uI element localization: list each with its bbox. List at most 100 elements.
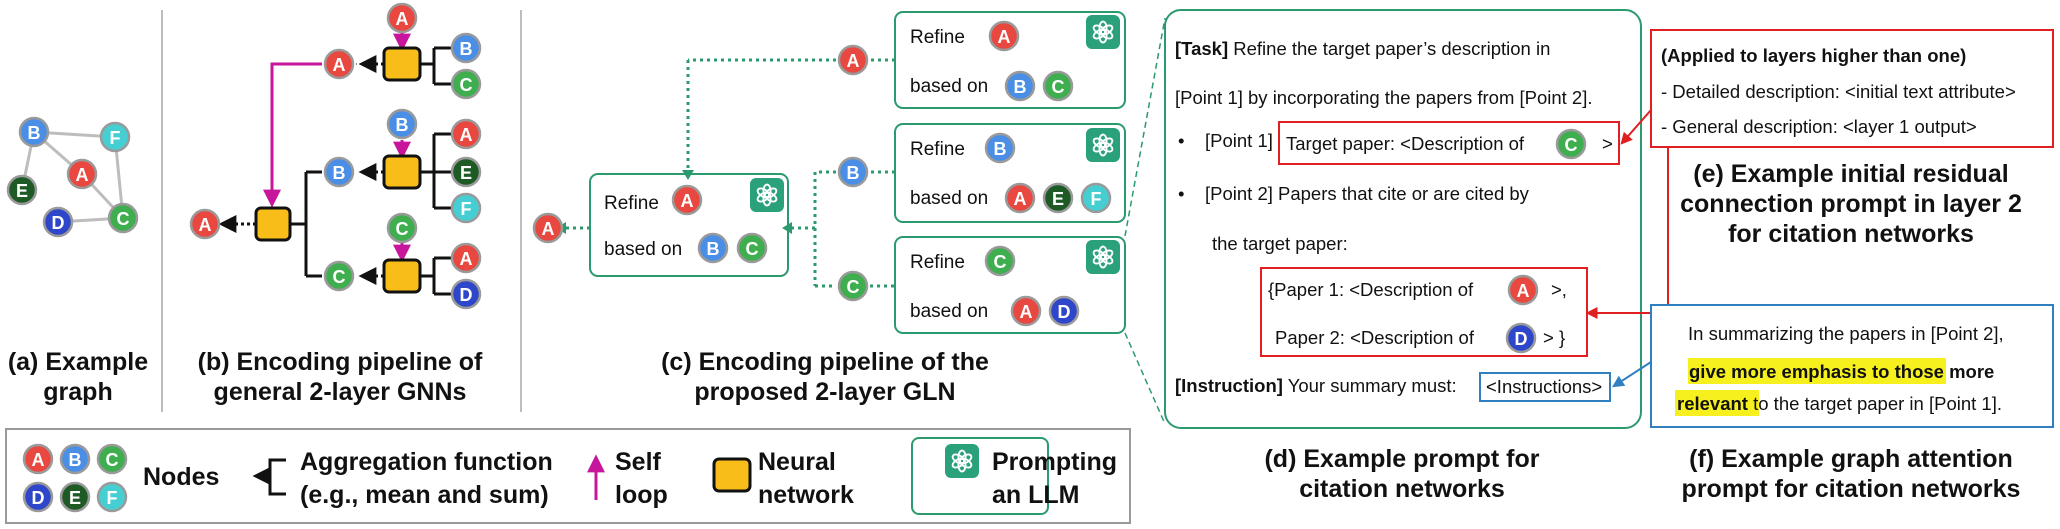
node-c: C [984,245,1016,277]
node-label: B [707,239,720,259]
node-b: B [323,156,355,188]
node-label: C [460,75,473,95]
task-line2: [Point 1] by incorporating the papers fr… [1175,87,1593,108]
node-c: C [736,232,768,264]
node-label: A [76,165,89,185]
residual-line2: - General description: <layer 1 output> [1661,116,1977,137]
legend-self-line1: Self [615,448,662,476]
gln-refine-label: Refine [604,193,659,214]
node-label: F [107,488,118,508]
gln-basedon-label: based on [910,188,988,209]
legend-neural-line1: Neural [758,448,836,476]
chatgpt-logo-icon [945,444,979,478]
neural-network-box [382,258,422,294]
legend-neural-line2: network [758,481,854,509]
node-a: A [386,2,418,34]
node-a: A [1507,274,1539,306]
caption-d-line2: citation networks [1299,475,1505,503]
node-a: A [450,118,482,150]
instruction-text: Your summary must: [1283,375,1457,396]
node-label: E [1052,189,1064,209]
legend-prompt-line1: Prompting [992,448,1117,476]
caption-b-line2: general 2-layer GNNs [214,378,467,406]
node-label: E [16,181,28,201]
node-a: A [1010,295,1042,327]
point1-tag: [Point 1] [1205,130,1273,151]
gln-basedon-label: based on [910,301,988,322]
node-a: A [22,443,54,475]
node-c: C [1042,70,1074,102]
node-label: A [32,450,45,470]
gln-refine-label: Refine [910,139,965,160]
caption-c-line1: (c) Encoding pipeline of the [661,348,989,376]
node-f: F [96,481,128,513]
gln-basedon-label: based on [604,239,682,260]
node-label: E [460,163,472,183]
node-b: B [697,232,729,264]
point2-line1: [Point 2] Papers that cite or are cited … [1205,183,1530,204]
point2-line2: the target paper: [1212,233,1348,254]
example-graph: B F A ED C [6,116,139,238]
caption-f-line1: (f) Example graph attention [1689,445,2013,473]
node-b: B [18,116,50,148]
node-label: D [1515,329,1528,349]
caption-a-line2: graph [43,378,112,406]
node-b: B [59,443,91,475]
node-label: A [333,55,346,75]
node-label: C [117,209,130,229]
node-b: B [450,32,482,64]
attention-highlight1: give more emphasis to those more [1689,361,1994,382]
node-label: B [994,139,1007,159]
node-label: A [542,219,555,239]
node-label: B [1014,77,1027,97]
node-label: A [998,27,1011,47]
node-label: A [1014,189,1027,209]
node-c: C [386,212,418,244]
neural-network-box [254,206,292,242]
chatgpt-logo-icon [750,178,784,212]
node-label: F [1091,189,1102,209]
node-label: A [847,51,860,71]
node-label: C [1565,135,1578,155]
node-label: F [110,128,121,148]
node-a: A [671,184,703,216]
point1-text: Target paper: <Description of [1286,133,1525,154]
task-tag: [Task] [1175,38,1228,59]
node-a: A [988,20,1020,52]
node-b: B [1004,70,1036,102]
gln-basedon-label: based on [910,76,988,97]
node-f: F [450,192,482,224]
node-b: B [386,108,418,140]
neural-network-box [382,154,422,190]
node-label: C [106,450,119,470]
node-label: C [333,267,346,287]
node-label: C [1052,77,1065,97]
attention-highlight2: relevant [1677,393,1748,414]
caption-f-line2: prompt for citation networks [1682,475,2021,503]
node-label: C [847,277,860,297]
node-label: A [1020,302,1033,322]
node-label: D [32,488,45,508]
instruction-tag: [Instruction] [1175,375,1283,396]
svg-text:[Instruction] Your summary mus: [Instruction] Your summary must: [1175,375,1457,396]
paper2-close: > } [1543,327,1565,348]
point1-box [1278,121,1620,165]
legend-aggregation-line1: Aggregation function [300,448,553,476]
instruction-box [1479,372,1611,402]
node-c: C [323,260,355,292]
attention-rest: to the target paper in [Point 1]. [1748,393,2002,414]
neural-network-box [382,46,422,82]
legend-nodes-label: Nodes [143,463,219,491]
node-label: B [333,163,346,183]
svg-text:[Task] Refine the target paper: [Task] Refine the target paper’s descrip… [1175,38,1550,59]
node-d: D [42,206,74,238]
node-label: B [460,39,473,59]
node-e: E [6,174,38,206]
node-a: A [66,158,98,190]
node-b: B [837,156,869,188]
node-c: C [1555,128,1587,160]
paper1-text: {Paper 1: <Description of [1268,279,1474,300]
caption-e-line1: (e) Example initial residual [1693,160,2008,188]
node-d: D [1048,295,1080,327]
